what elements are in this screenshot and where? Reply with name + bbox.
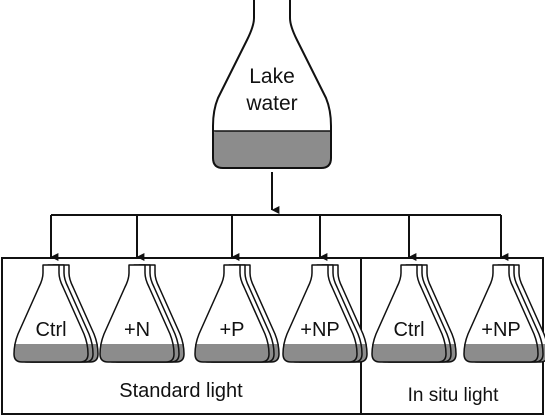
lake-water-flask: Lake water [212, 0, 332, 169]
flask-liquid [283, 344, 357, 362]
flask-body [372, 265, 446, 362]
flask-liquid [464, 344, 538, 362]
flask-liquid [372, 344, 446, 362]
treatment-label: +P [219, 319, 244, 341]
flask-outline [194, 264, 270, 363]
lake-water-label-line2: water [245, 92, 297, 115]
treatment-flask-stack: Ctrl [13, 264, 99, 363]
treatment-label: +NP [300, 319, 339, 341]
lake-water-label-line1: Lake [249, 65, 295, 88]
flask-outline [371, 264, 447, 363]
flask-body [100, 265, 174, 362]
treatment-flask-stack: Ctrl [371, 264, 457, 363]
treatment-flask-stack: +NP [282, 264, 368, 363]
treatment-flask-stack: +N [99, 264, 185, 363]
replicate-flask [371, 264, 447, 363]
flask-liquid [14, 344, 88, 362]
treatment-flask-stack: +NP [463, 264, 545, 363]
treatment-flask-stack: +P [194, 264, 280, 363]
replicate-flask [13, 264, 89, 363]
flask-liquid [100, 344, 174, 362]
treatment-flasks: Ctrl +N +P +NP Ctrl +NP [13, 264, 545, 363]
replicate-flask [282, 264, 358, 363]
flask-body [283, 265, 357, 362]
lake-water-liquid [213, 131, 331, 168]
treatment-label: +NP [481, 319, 520, 341]
flask-outline [13, 264, 89, 363]
flask-body [464, 265, 538, 362]
lake-water-flask-outline [212, 0, 332, 169]
replicate-flask [463, 264, 539, 363]
treatment-label: Ctrl [393, 319, 424, 341]
flask-outline [282, 264, 358, 363]
replicate-flask [194, 264, 270, 363]
flask-outline [463, 264, 539, 363]
flask-body [195, 265, 269, 362]
replicate-flask [99, 264, 175, 363]
in-situ-light-label: In situ light [408, 385, 500, 406]
flask-body [14, 265, 88, 362]
treatment-label: Ctrl [35, 319, 66, 341]
flask-liquid [195, 344, 269, 362]
standard-light-label: Standard light [119, 380, 243, 402]
branch-arrows [50, 215, 509, 261]
treatment-label: +N [124, 319, 150, 341]
flask-outline [99, 264, 175, 363]
